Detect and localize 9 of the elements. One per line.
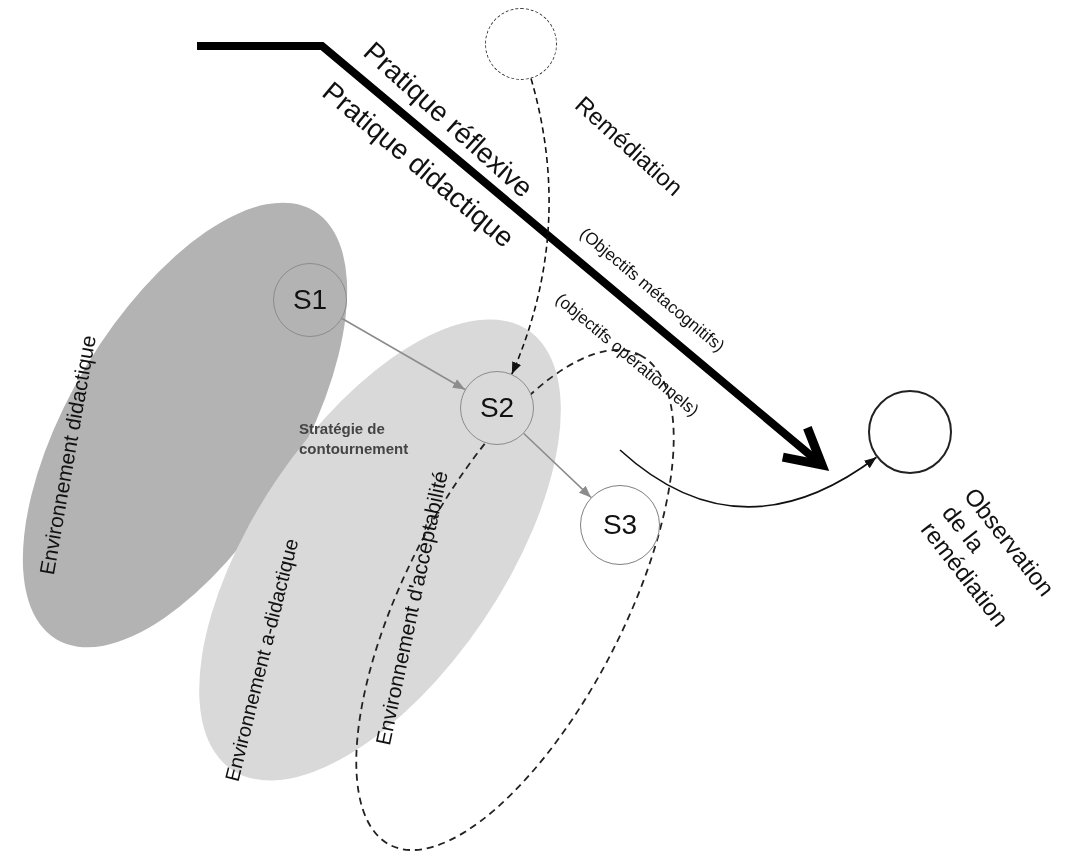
state-circle	[580, 485, 660, 565]
state-label: S3	[602, 509, 638, 541]
arrow	[511, 77, 550, 375]
state-label: S1	[292, 284, 328, 316]
arrow	[523, 432, 592, 499]
state-label: S2	[479, 392, 515, 424]
arrow	[619, 449, 878, 508]
arrow	[341, 317, 466, 391]
strategy-note: Stratégie de contournement	[299, 419, 410, 458]
